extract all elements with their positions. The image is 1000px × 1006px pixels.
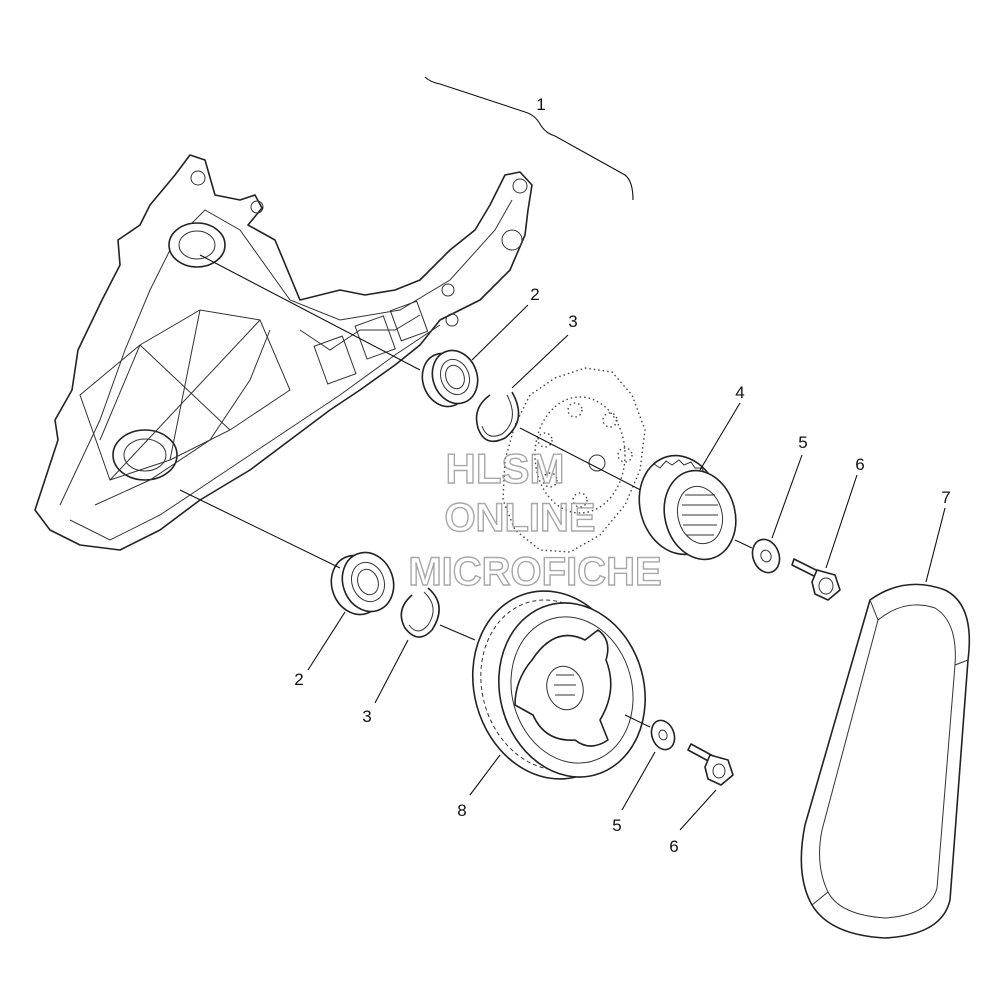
leader-2-lower [307,611,346,671]
callout-4: 4 [735,383,744,402]
axis-line-washer-upper [734,539,753,549]
callout-1-bracket [424,76,634,201]
callout-5-lower: 5 [612,816,621,835]
watermark-line-1: HLSM [446,445,565,492]
callout-6-upper: 6 [855,455,864,474]
washer-lower [650,719,676,751]
callout-6-lower: 6 [669,837,678,856]
leader-4 [699,402,741,471]
drive-belt [800,583,971,939]
axis-line-lower [179,489,341,569]
callout-2-lower: 2 [294,670,303,689]
large-toothed-pulley [471,590,646,780]
callout-7: 7 [941,488,950,507]
leader-6-upper [825,474,858,569]
reference-sprocket-dotted [502,367,646,553]
leader-6-lower [679,789,717,831]
bearing-upper [421,349,479,408]
leader-5-lower [621,751,656,811]
bearing-lower [330,551,395,616]
callout-1: 1 [536,95,545,114]
watermark: HLSM ONLINE MICROFICHE [408,444,663,594]
bolt-lower [687,743,734,786]
washer-upper [751,538,781,574]
leader-7 [925,507,946,583]
callout-8: 8 [457,801,466,820]
callout-2-upper: 2 [530,285,539,304]
leader-2-upper [471,304,529,361]
small-toothed-pulley [638,454,737,561]
watermark-line-3: MICROFICHE [408,550,661,594]
callout-3-lower: 3 [362,707,371,726]
axis-line-middle [519,427,661,501]
leader-5-upper [771,454,803,539]
axis-line-ring-lower [439,624,476,641]
callout-3-upper: 3 [568,312,577,331]
leader-8 [469,754,501,796]
callout-5-upper: 5 [798,433,807,452]
axis-line-upper [199,254,421,371]
leader-3-lower [374,639,409,704]
axis-line-washer-lower [624,714,651,728]
watermark-line-2: ONLINE [444,496,595,540]
bolt-upper [791,558,841,601]
snap-ring-upper [475,391,520,443]
snap-ring-lower [400,587,440,638]
housing-bracket [34,154,533,551]
leader-3-upper [511,334,569,389]
